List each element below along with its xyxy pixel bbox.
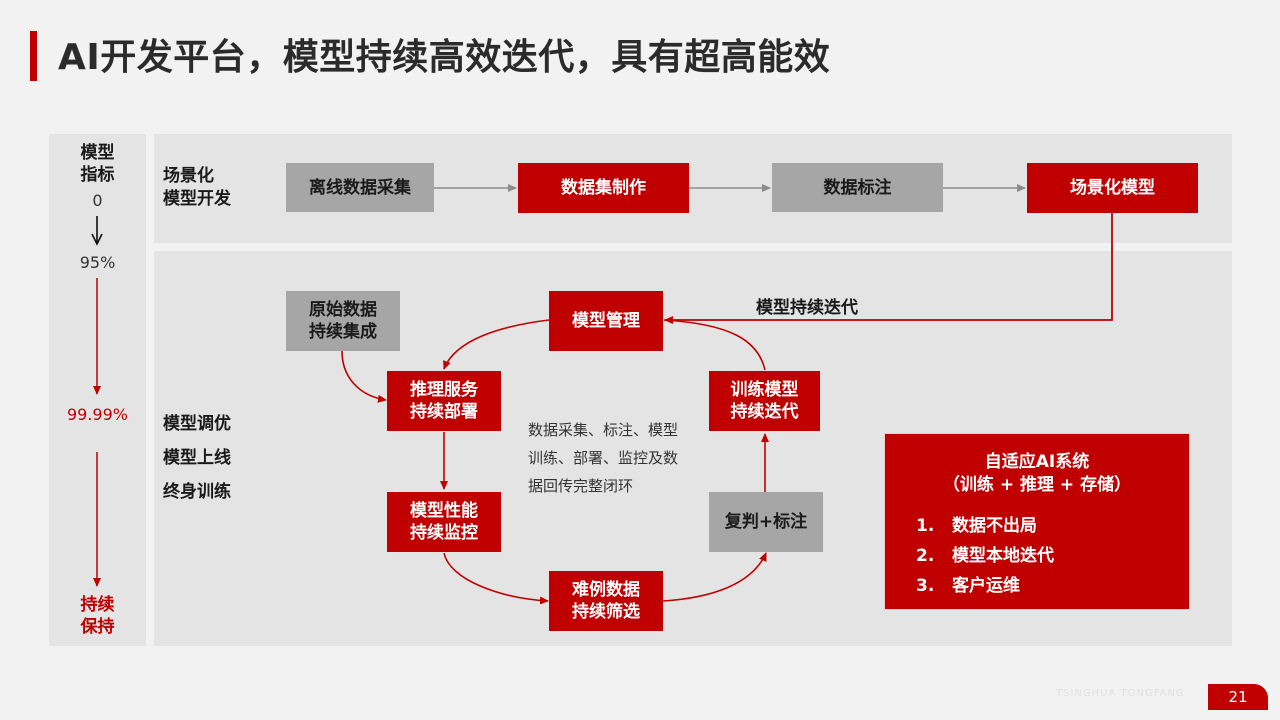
metric-9999-value: 99.99% — [66, 405, 128, 424]
hard-example-filtering: 难例数据 持续筛选 — [549, 571, 663, 631]
metric-95-value: 95% — [79, 253, 116, 272]
metrics-sustained: 持续 保持 — [49, 594, 146, 638]
inference-line2: 持续部署 — [410, 402, 478, 422]
pipeline-step1-label: 离线数据采集 — [309, 177, 411, 198]
train-line2: 持续迭代 — [730, 402, 799, 422]
loop-desc-line3: 据回传完整闭环 — [528, 477, 634, 495]
pipeline-dataset-creation: 数据集制作 — [518, 163, 689, 213]
pipeline-offline-collection: 离线数据采集 — [286, 163, 434, 212]
stage-top-label: 场景化 模型开发 — [163, 165, 231, 211]
raw-data-line1: 原始数据 — [309, 300, 377, 320]
stage-top-line2: 模型开发 — [163, 189, 231, 209]
metrics-title-line1: 模型 — [80, 143, 115, 163]
loop-description: 数据采集、标注、模型 训练、部署、监控及数 据回传完整闭环 — [528, 416, 693, 500]
loop-arrow-train-to-mgmt — [663, 319, 766, 371]
model-management: 模型管理 — [549, 291, 663, 351]
metric-start-value: 0 — [92, 191, 103, 210]
review-label: 复判+标注 — [724, 512, 808, 532]
pipeline-step4-label: 场景化模型 — [1070, 178, 1155, 198]
train-line1: 训练模型 — [730, 380, 799, 400]
metrics-end-line2: 保持 — [80, 617, 115, 637]
title-accent-bar — [30, 31, 37, 81]
inference-deployment: 推理服务 持续部署 — [387, 371, 501, 431]
review-annotation: 复判+标注 — [709, 492, 823, 552]
inference-line1: 推理服务 — [410, 380, 478, 400]
loop-arrow-perf-to-hard — [443, 552, 549, 605]
ai-item-3: 3. 客户运维 — [916, 571, 1020, 596]
ai-item-2: 2. 模型本地迭代 — [916, 541, 1054, 566]
ai-item-3-num: 3. — [916, 576, 935, 596]
hard-line2: 持续筛选 — [572, 602, 640, 622]
ai-title-line2: （训练 + 推理 + 存储） — [942, 475, 1132, 495]
metric-arrow-1-head — [91, 233, 103, 246]
raw-data-line2: 持续集成 — [309, 322, 377, 342]
ai-item-2-num: 2. — [916, 546, 935, 566]
training-iteration: 训练模型 持续迭代 — [709, 371, 820, 431]
ai-system-title: 自适应AI系统 （训练 + 推理 + 存储） — [884, 451, 1190, 497]
iteration-return-arrow — [664, 213, 1113, 324]
stage-bottom-label: 模型调优 模型上线 终身训练 — [163, 407, 231, 509]
stage-top-line1: 场景化 — [163, 166, 214, 186]
ai-item-1: 1. 数据不出局 — [916, 511, 1037, 536]
loop-arrow-raw-to-inference — [341, 350, 387, 403]
page-number: 21 — [1208, 684, 1268, 710]
ai-title-line1: 自适应AI系统 — [984, 452, 1090, 472]
loop-arrow-mgmt-to-inference — [443, 319, 550, 370]
hard-line1: 难例数据 — [572, 580, 640, 600]
stage-bottom-line3: 终身训练 — [163, 482, 231, 502]
page-title: AI开发平台，模型持续高效迭代，具有超高能效 — [58, 37, 831, 78]
raw-data-integration: 原始数据 持续集成 — [286, 291, 400, 351]
pipeline-step2-label: 数据集制作 — [561, 178, 646, 198]
stage-bottom-line1: 模型调优 — [163, 414, 231, 434]
loop-desc-line2: 训练、部署、监控及数 — [528, 449, 679, 467]
ai-item-1-num: 1. — [916, 516, 935, 536]
pipeline-annotation: 数据标注 — [772, 163, 943, 212]
ai-item-2-text: 模型本地迭代 — [952, 546, 1054, 566]
metrics-end-line1: 持续 — [80, 595, 115, 615]
loop-desc-line1: 数据采集、标注、模型 — [528, 421, 679, 439]
performance-monitoring: 模型性能 持续监控 — [387, 492, 501, 552]
ai-item-3-text: 客户运维 — [952, 576, 1020, 596]
pipeline-scenario-model: 场景化模型 — [1027, 163, 1198, 213]
perf-line1: 模型性能 — [410, 501, 478, 521]
ai-item-1-text: 数据不出局 — [952, 516, 1037, 536]
metrics-title: 模型 指标 — [49, 142, 146, 186]
adaptive-ai-system-box: 自适应AI系统 （训练 + 推理 + 存储） 1.数据不出局 2.模型本地迭代 … — [884, 433, 1190, 610]
metrics-title-line2: 指标 — [80, 165, 115, 185]
model-mgmt-label: 模型管理 — [572, 311, 640, 331]
iteration-label: 模型持续迭代 — [756, 298, 858, 318]
perf-line2: 持续监控 — [410, 523, 478, 543]
loop-arrow-hard-to-review — [662, 552, 767, 602]
pipeline-step3-label: 数据标注 — [823, 177, 892, 198]
footer-brand: TSINGHUA TONGFANG — [1056, 688, 1185, 699]
stage-bottom-line2: 模型上线 — [163, 448, 231, 468]
